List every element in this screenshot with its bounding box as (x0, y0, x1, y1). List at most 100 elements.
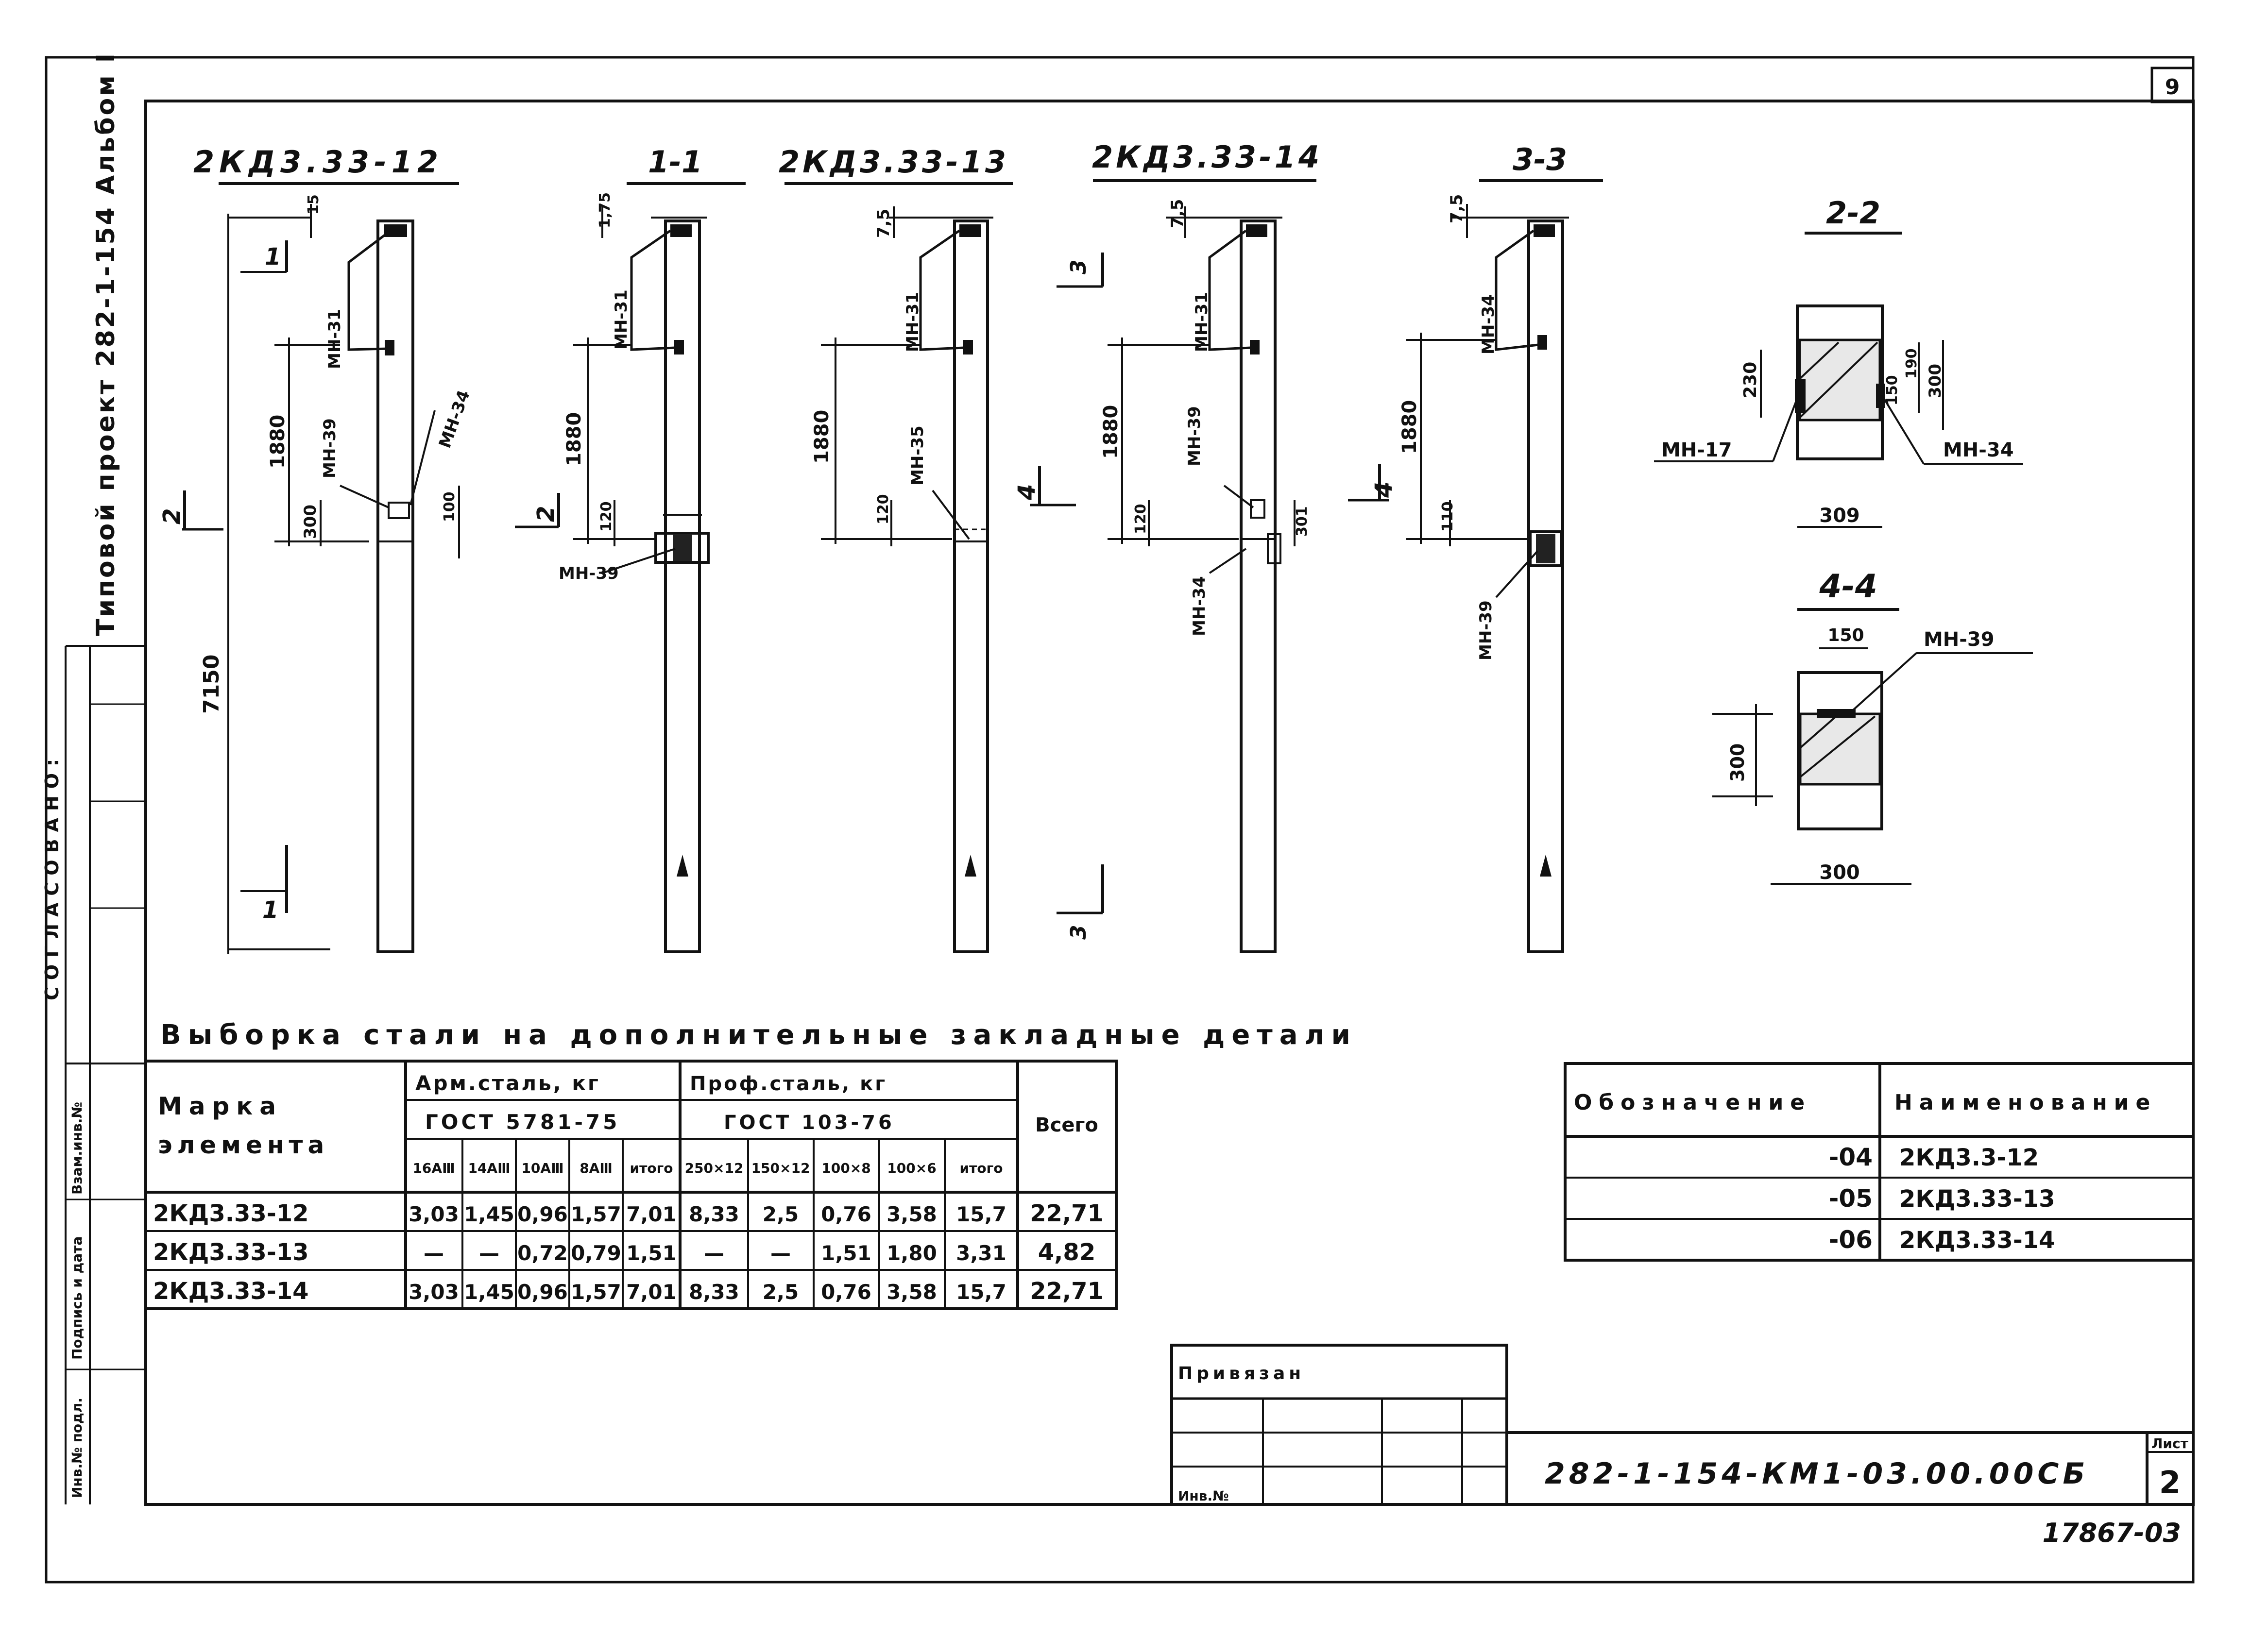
agreed-label: СОГЛАСОВАНО: (41, 752, 63, 1000)
elem3-bracket (1267, 533, 1281, 564)
steel-cell: 1,51 (821, 1241, 871, 1265)
elem3-leader (1208, 229, 1251, 351)
designation-name: 2КД3.33-13 (1899, 1185, 2055, 1213)
elem3-embed-low (1250, 499, 1265, 519)
sec33-title: 3-3 (1513, 142, 1567, 177)
steel-table: Марка элемента Арм.сталь, кг ГОСТ 5781-7… (144, 1060, 1118, 1310)
elem3-column (1240, 219, 1277, 953)
elem3-dim-75: 7,5 (1168, 199, 1187, 228)
elem3-dim-301-label: 301 (1294, 506, 1311, 537)
steel-cell: 0,96 (517, 1280, 568, 1304)
elem1-column (376, 219, 414, 953)
steel-cell: 7,01 (626, 1280, 677, 1304)
elem2-dim-1880-label: 1880 (811, 410, 833, 464)
sec11-title: 1-1 (648, 144, 702, 180)
steel-cell: 0,96 (517, 1202, 568, 1226)
page-number-box (2150, 67, 2195, 103)
steel-sub-header: 8АⅢ (580, 1160, 613, 1176)
steel-cell: 0,76 (821, 1280, 871, 1304)
elem3-cut3-top-label: 3 (1066, 259, 1091, 274)
steel-cell: 3,58 (887, 1280, 937, 1304)
archive-number: 17867-03 (2043, 1518, 2181, 1548)
elem1-mn31: МН-31 (325, 309, 344, 369)
elem1-embed-low (388, 502, 410, 519)
elem3-mn39: МН-39 (1185, 406, 1204, 466)
steel-cell: 15,7 (956, 1202, 1006, 1226)
elem3-leader-mn39 (1223, 485, 1254, 508)
steel-cell: — (770, 1241, 791, 1265)
designation-name: 2КД3.3-12 (1899, 1144, 2039, 1171)
steel-cell: — (479, 1241, 499, 1265)
steel-table-title: Выборка стали на дополнительные закладны… (160, 1019, 1357, 1051)
elem1-drawing: 7150 15 1880 300 100 1 1 2 МН-31 МН-39 М… (158, 194, 474, 954)
sec44-mn39: МН-39 (1924, 628, 1995, 651)
elem1-title: 2КД3.33-12 (193, 144, 443, 180)
sec22-dim-300-label: 300 (1926, 364, 1945, 398)
sec33-dim-110-label: 110 (1439, 501, 1456, 532)
page-number: 9 (2165, 75, 2180, 100)
elem2-mn31: МН-31 (903, 292, 922, 352)
sec33-drawing: 7,5 1880 110 4 МН-34 МН-39 (1348, 194, 1569, 953)
elem1-dim-7150-label: 7150 (199, 655, 224, 714)
elem1-leader-mn34 (409, 410, 436, 506)
steel-cell: 8,33 (689, 1202, 739, 1226)
steel-table-border (144, 1060, 1118, 1310)
elem1-cut1-top-label: 1 (265, 243, 281, 270)
steel-cell: 0,79 (571, 1241, 621, 1265)
steel-cell: — (424, 1241, 444, 1265)
sec44-drawing: 150 300 300 МН-39 (1712, 625, 2033, 885)
steel-cell: 0,76 (821, 1202, 871, 1226)
sec11-dim-1880-label: 1880 (563, 412, 585, 466)
elem2-title: 2КД3.33-13 (779, 144, 1009, 180)
elem3-cut4-label: 4 (1013, 484, 1040, 501)
steel-cell: 8,33 (689, 1280, 739, 1304)
sec11-mn31: МН-31 (612, 289, 631, 350)
sec44-dim-300c-label: 300 (1819, 861, 1860, 884)
elem1-embed-top (384, 224, 407, 237)
bound-label: Привязан (1178, 1364, 1305, 1384)
sec44-dim-150-label: 150 (1827, 625, 1864, 645)
sec22-mn34: МН-34 (1943, 439, 2014, 461)
steel-cell: 3,03 (409, 1202, 459, 1226)
elem3-mn34: МН-34 (1190, 576, 1209, 636)
sec44-leader-mn39 (1852, 652, 1917, 711)
elem3-cut3-bottom-label: 3 (1066, 925, 1091, 940)
sec22-mn17: МН-17 (1661, 439, 1732, 461)
elem1-dim-300-label: 300 (301, 505, 320, 539)
elem1-embed-mid (385, 340, 394, 355)
steel-cell: 2,5 (763, 1202, 799, 1226)
sec33-cut4-label: 4 (1370, 482, 1398, 498)
sec44-plate (1817, 709, 1856, 718)
sec11-embed-top (670, 224, 692, 237)
title-block: Привязан Инв.№ 282-1-154-КМ1-03.00.00СБ … (1170, 1344, 2193, 1506)
sec33-embed-mid (1537, 335, 1547, 350)
steel-sub-header: 250×12 (685, 1160, 744, 1176)
steel-row-total: 22,71 (1030, 1200, 1104, 1227)
inv-label: Инв.№ (1178, 1488, 1229, 1504)
steel-sub-header: 100×6 (887, 1160, 936, 1176)
bound-box (1170, 1344, 1508, 1506)
sec11-leader-mn39 (602, 548, 676, 574)
sec44-body (1797, 671, 1883, 830)
album-vertical-text: Типовой проект 282-1-154 Альбом I (91, 51, 120, 636)
elem1-cut2-label: 2 (158, 508, 186, 524)
elem2-embed-mid (963, 340, 973, 354)
sec22-leader-mn34 (1881, 395, 1925, 465)
elem3-dim-1880-label: 1880 (1100, 405, 1122, 459)
elem1-dim-15: 15 (305, 194, 322, 215)
stamp-inv-label: Инв.№ подл. (69, 1398, 85, 1498)
outer-frame (45, 56, 2195, 1584)
steel-prof-gost: ГОСТ 103-76 (724, 1112, 895, 1134)
sec44-diag-1 (1799, 715, 1876, 778)
sec22-bar-right (1876, 384, 1885, 408)
steel-cell: 3,31 (956, 1241, 1006, 1265)
steel-row-total: 4,82 (1038, 1239, 1095, 1266)
doc-code: 282-1-154-КМ1-03.00.00СБ (1545, 1457, 2089, 1491)
sec11-leader (630, 229, 676, 351)
steel-cell: 1,80 (887, 1241, 937, 1265)
sec33-arrow (1540, 855, 1552, 877)
